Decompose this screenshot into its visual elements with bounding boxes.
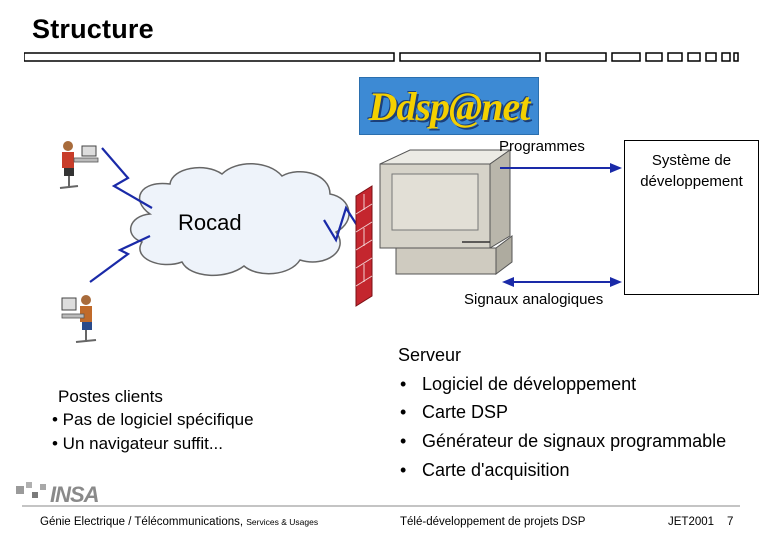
insa-logo-graphic [16, 482, 46, 498]
footer-department: Génie Electrique / Télécommunications, S… [40, 516, 318, 528]
dev-system-label-line1: Système de [651, 152, 732, 169]
footer-page-number: 7 [727, 516, 734, 528]
slide-title: Structure [32, 14, 154, 44]
server-computer-icon [379, 149, 513, 275]
clients-item: • Un navigateur suffit... [52, 434, 224, 453]
title-underline-bar [24, 52, 739, 62]
dev-system-label: Système de développement [624, 150, 759, 192]
dev-system-label-line2: développement [640, 173, 743, 190]
network-label: Rocad [178, 210, 242, 235]
analog-signals-label: Signaux analogiques [464, 291, 604, 308]
server-item: •Logiciel de développement [400, 374, 637, 394]
server-item: •Carte DSP [400, 402, 509, 422]
dev-system-box [624, 140, 759, 295]
network-cloud [130, 163, 350, 277]
ddspanet-logo: Ddsp@net [359, 77, 539, 135]
wireless-link-bottom [89, 235, 151, 283]
analog-signals-arrow [502, 277, 622, 287]
client-user-icon-bottom [61, 295, 97, 343]
server-item: •Générateur de signaux programmable [400, 431, 727, 451]
insa-logo-text: INSA [50, 482, 100, 507]
clients-title: Postes clients [58, 387, 163, 406]
clients-item: • Pas de logiciel spécifique [52, 410, 254, 429]
footer-department-main: Génie Electrique / Télécommunications, [40, 516, 244, 528]
client-user-icon-top [59, 141, 99, 189]
footer-department-small: Services & Usages [246, 517, 319, 527]
programmes-arrow [500, 163, 622, 173]
server-title: Serveur [398, 345, 462, 365]
footer-event: JET2001 [668, 516, 715, 528]
wireless-link-top [101, 147, 153, 209]
programmes-label: Programmes [499, 138, 585, 155]
firewall-icon [355, 185, 373, 307]
wireless-link-server [323, 205, 361, 243]
logo-text: Ddsp@net [368, 83, 531, 129]
server-item: •Carte d'acquisition [400, 460, 570, 480]
footer-project: Télé-développement de projets DSP [400, 516, 586, 528]
